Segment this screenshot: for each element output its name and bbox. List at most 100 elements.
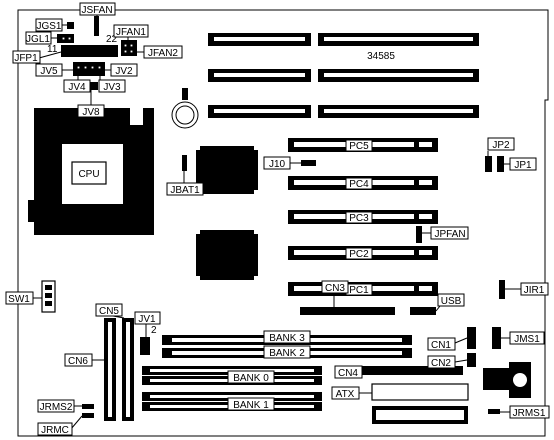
- labels: JGS1 JSFAN JGL1 JFAN1 JFP1 JFAN2 JV5 JV2: [5, 2, 550, 436]
- jpfan-header: [416, 226, 422, 243]
- sw1-label: SW1: [8, 294, 30, 305]
- jv5-label-box: [35, 63, 63, 77]
- cn2-label-box: [427, 355, 456, 369]
- cpu-socket: [28, 108, 154, 235]
- isa-slot-right-row1: [318, 33, 479, 46]
- usb-label: USB: [441, 296, 462, 307]
- pc3-label-box: [345, 211, 373, 224]
- jv3-label-box: [98, 79, 126, 93]
- j10-header: [301, 160, 316, 166]
- cn6-connector: [104, 318, 116, 421]
- bank3-label-box: [263, 330, 311, 344]
- bank2-label: BANK 2: [269, 348, 305, 359]
- bank1-label: BANK 1: [233, 400, 269, 411]
- j10-label: J10: [269, 159, 286, 170]
- cn5-label-box: [95, 303, 123, 317]
- bank2-label-box: [263, 345, 311, 359]
- isa-slots: [208, 33, 479, 118]
- pc3-label: PC3: [349, 213, 369, 224]
- jms1-label-box: [509, 331, 545, 345]
- cn3-header: [300, 307, 395, 315]
- jv8-label-box: [77, 104, 105, 118]
- pc2-label: PC2: [349, 249, 369, 260]
- jir1-label-box: [520, 282, 549, 296]
- jv4-label-box: [63, 79, 91, 93]
- cn1-label-box: [427, 337, 456, 351]
- j10-label-box: [263, 156, 291, 170]
- jgl1-label: JGL1: [26, 34, 50, 45]
- jir1-header: [499, 280, 505, 299]
- atx-power-connector: [371, 383, 469, 424]
- jv1-label-box: [134, 311, 161, 325]
- jrms2-label-box: [37, 399, 75, 413]
- pc4-label: PC4: [349, 179, 369, 190]
- jfan1-label-box: [113, 24, 149, 38]
- pc5-label: PC5: [349, 141, 369, 152]
- jfan1-label: JFAN1: [116, 27, 146, 38]
- cn4-label: CN4: [338, 368, 358, 379]
- chipset-north: [196, 146, 258, 194]
- cn4-connector: [355, 366, 463, 375]
- jv5-label: JV5: [40, 66, 58, 77]
- pin-number-22: 22: [106, 34, 118, 45]
- pc4-label-box: [345, 177, 373, 190]
- jp2-header: [485, 156, 492, 172]
- atx-label-box: [331, 386, 360, 400]
- jgs1-label: JGS1: [36, 21, 61, 32]
- jv2-label-box: [110, 63, 138, 77]
- usb-header: [410, 307, 436, 315]
- board-id-label: 34585: [367, 51, 395, 62]
- jrms1-label: JRMS1: [513, 408, 546, 419]
- jfp1-label: JFP1: [14, 53, 38, 64]
- pin-number-2: 2: [151, 325, 157, 336]
- pc2-label-box: [345, 247, 373, 260]
- jv2-label: JV2: [115, 66, 133, 77]
- jp1-header: [497, 156, 504, 172]
- jp1-label: JP1: [514, 160, 532, 171]
- jv1-header: [140, 337, 150, 355]
- jrmc-label-box: [37, 422, 73, 436]
- sw1-switch: [41, 280, 56, 313]
- jrms1-header: [488, 409, 500, 414]
- cn6-label-box: [64, 353, 93, 367]
- jfp1-label-box: [12, 50, 41, 64]
- cpu-label: CPU: [78, 169, 99, 180]
- isa-slot-left-row2: [208, 69, 311, 82]
- jgl1-label-box: [25, 31, 52, 45]
- jv4-label: JV4: [68, 82, 86, 93]
- cn2-connector: [467, 353, 476, 367]
- isa-slot-left-row1: [208, 33, 311, 46]
- jbat1-label-box: [166, 182, 204, 196]
- pin-number-11: 11: [47, 44, 58, 55]
- jgs1-label-box: [35, 18, 63, 32]
- jpfan-label: JPFAN: [434, 229, 465, 240]
- jv8-label: JV8: [82, 107, 100, 118]
- jrmc-label: JRMC: [41, 425, 69, 436]
- cn3-label: CN3: [325, 283, 345, 294]
- jrms1-label-box: [509, 405, 550, 419]
- jp1-label-box: [509, 157, 537, 171]
- jrmc-header: [82, 413, 94, 418]
- cn4-label-box: [334, 365, 363, 379]
- bank0-label-box: [227, 370, 275, 384]
- jv1-label: JV1: [138, 314, 156, 325]
- jp2-label-box: [487, 137, 515, 151]
- jms1-header: [492, 327, 501, 349]
- isa-slot-right-row3: [318, 105, 479, 118]
- isa-slot-right-row2: [318, 69, 479, 82]
- jrms2-header: [82, 404, 94, 409]
- ps2-connector: [483, 362, 531, 398]
- bank3-label: BANK 3: [269, 333, 305, 344]
- cn5-label: CN5: [99, 306, 119, 317]
- jir1-label: JIR1: [524, 285, 545, 296]
- jfan2-label-box: [143, 45, 183, 59]
- sw1-label-box: [5, 291, 34, 305]
- cn1-label: CN1: [431, 340, 451, 351]
- cn2-label: CN2: [431, 358, 451, 369]
- jpfan-label-box: [430, 226, 469, 240]
- pc1-label: PC1: [349, 285, 369, 296]
- atx-label: ATX: [336, 389, 355, 400]
- jsfan-label-box: [79, 2, 116, 16]
- jsfan-label: JSFAN: [81, 5, 112, 16]
